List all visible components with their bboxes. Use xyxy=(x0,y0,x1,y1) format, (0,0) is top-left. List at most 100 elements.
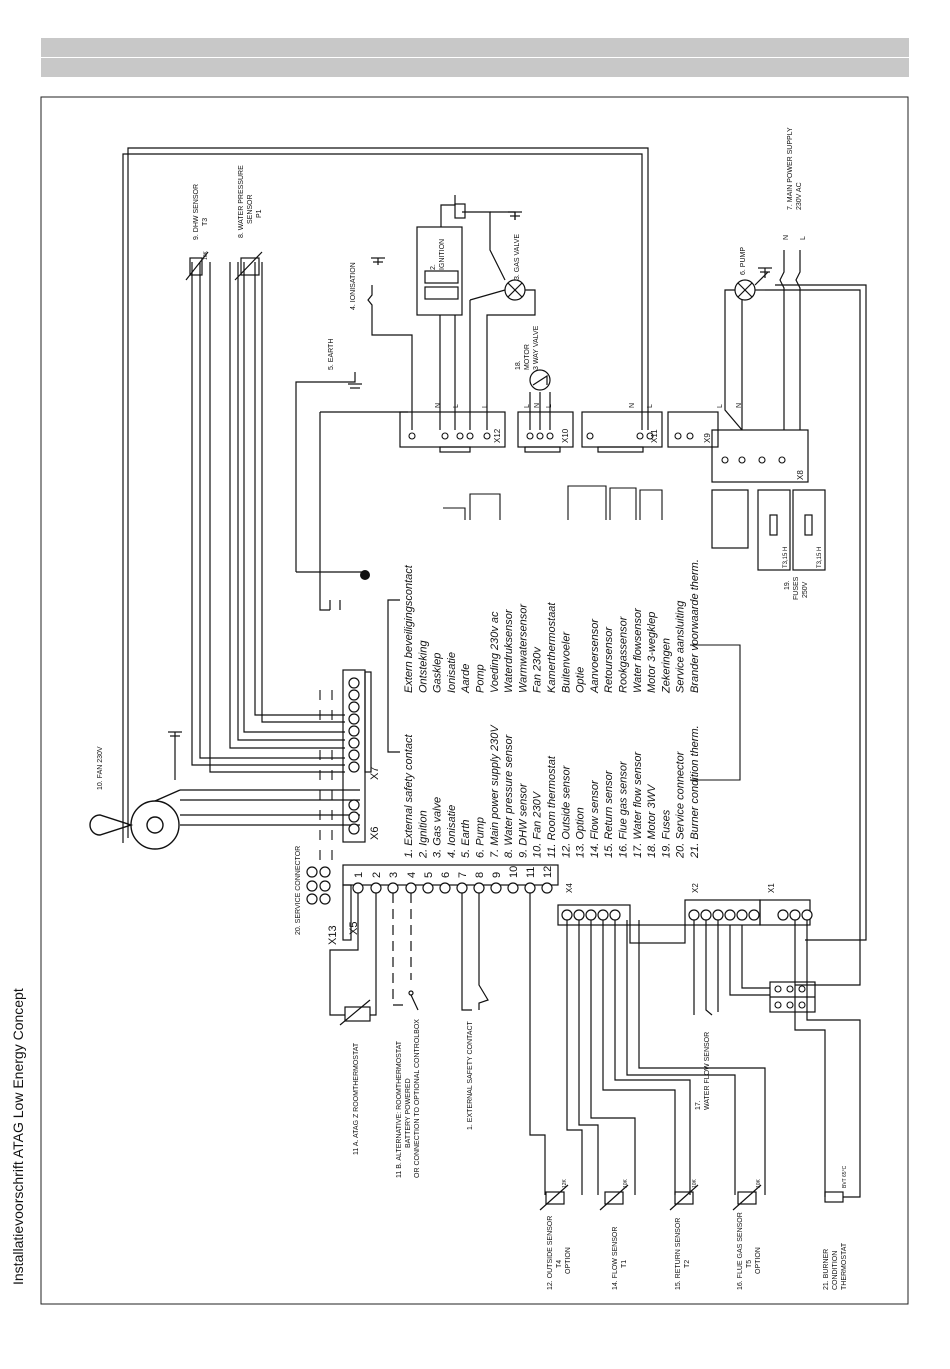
svg-text:L: L xyxy=(482,404,489,408)
legend-item-nl: Voeding 230v ac xyxy=(489,611,501,693)
legend-item-en: 9. DHW sensor xyxy=(517,782,529,858)
gas-valve-label: 3. GAS VALVE xyxy=(514,234,521,280)
legend-item-nl: Zekeringen xyxy=(660,638,672,694)
legend-item-en: 12. Outside sensor xyxy=(560,764,572,858)
svg-text:N: N xyxy=(783,235,790,240)
earth-icon-5 xyxy=(348,372,362,389)
svg-text:3: 3 xyxy=(388,872,400,878)
gas-valve xyxy=(462,211,536,430)
water-flow-label: 17.WATER FLOW SENSOR xyxy=(695,1032,711,1110)
legend-item-nl: Warmwatersensor xyxy=(517,603,529,693)
thermostat-a-label: 11 A. ATAG Z ROOMTHERMOSTAT xyxy=(353,1042,360,1155)
connector-x11: X11 xyxy=(650,429,659,443)
svg-text:L: L xyxy=(647,404,654,408)
legend-item-nl: Brander voorwaarde therm. xyxy=(689,559,701,693)
pump-label: 6. PUMP xyxy=(740,247,747,275)
ionisation-label: 4. IONISATION xyxy=(350,262,357,310)
legend-item-nl: Service aansluiting xyxy=(675,600,687,693)
svg-text:N: N xyxy=(435,403,442,408)
x5-pin-numbers: 1 2 3 4 5 6 7 8 9 10 11 12 xyxy=(353,866,554,878)
legend-item-en: 20. Service connector xyxy=(675,750,687,859)
legend-item-en: 8. Water pressure sensor xyxy=(503,733,515,858)
bottom-sensor-wires xyxy=(529,893,766,1195)
connector-x13: X13 xyxy=(327,925,339,945)
legend-item-nl: Buitenvoeler xyxy=(560,631,572,693)
connector-x1: X1 xyxy=(767,883,776,893)
legend-item-nl: Ionisatie xyxy=(446,652,458,693)
legend-item-nl: Retoursensor xyxy=(603,626,615,693)
fan-icon xyxy=(89,789,181,850)
legend-item-en: 4. Ionisatie xyxy=(446,805,458,858)
legend-item-nl: Rookgassensor xyxy=(618,615,630,693)
fan-label: 10. FAN 230V xyxy=(97,746,104,790)
earth-label: 5. EARTH xyxy=(328,339,335,370)
svg-text:9: 9 xyxy=(491,872,503,878)
legend-item-en: 7. Main power supply 230V xyxy=(489,724,501,858)
svg-text:11: 11 xyxy=(525,867,537,878)
svg-text:N: N xyxy=(534,403,541,408)
motor-3wv xyxy=(529,369,551,430)
svg-text:7: 7 xyxy=(457,872,469,878)
svg-text:2: 2 xyxy=(371,872,383,878)
earth-icon xyxy=(168,731,182,742)
water-flow-sensor xyxy=(693,920,816,1016)
wire-letters: N L L L N L N L L N N L xyxy=(435,235,807,408)
ntc-label-flow: 10K xyxy=(623,1178,629,1188)
header-bar-top xyxy=(41,38,909,57)
header-bar-bottom xyxy=(41,58,909,77)
x5-block xyxy=(342,864,559,941)
fuse-rating-1: T3,15 H xyxy=(783,547,789,568)
burner-thermostat-wires xyxy=(794,920,861,1198)
legend-item-en: 6. Pump xyxy=(475,817,487,858)
svg-text:N: N xyxy=(629,403,636,408)
legend-item-nl: Pomp xyxy=(475,664,487,693)
top-connectors xyxy=(399,411,809,483)
controller-board xyxy=(319,600,341,611)
svg-text:L: L xyxy=(524,404,531,408)
svg-text:L: L xyxy=(800,236,807,240)
legend-item-en: 18. Motor 3WV xyxy=(646,783,658,858)
bottom-sensors xyxy=(539,1184,844,1211)
legend-item-en: 2. Ignition xyxy=(417,810,429,859)
svg-text:4: 4 xyxy=(406,872,418,878)
connector-x9: X9 xyxy=(703,433,712,443)
water-flow-terminals xyxy=(774,985,806,1009)
legend-item-en: 1. External safety contact xyxy=(403,734,415,858)
connector-x2: X2 xyxy=(691,883,700,893)
legend-item-en: 21. Burner condition therm. xyxy=(689,725,701,859)
legend-item-en: 17. Water flow sensor xyxy=(632,750,644,858)
legend-item-en: 10. Fan 230V xyxy=(532,790,544,858)
connector-x10: X10 xyxy=(561,428,570,443)
svg-text:L: L xyxy=(453,404,460,408)
pcb-blocks xyxy=(443,485,741,781)
ntc-label-outside: 12K xyxy=(562,1178,568,1188)
svg-text:12: 12 xyxy=(542,866,554,878)
dhw-sensor-icon xyxy=(185,251,209,281)
connector-x4: X4 xyxy=(565,883,574,893)
legend-bracket xyxy=(387,599,400,753)
safety-contact-wires xyxy=(461,893,489,1011)
ntc-label-flue: 10K xyxy=(756,1178,762,1188)
terminal-screws xyxy=(408,432,786,464)
document-title: Installatievoorschrift ATAG Low Energy C… xyxy=(10,988,26,1285)
connector-x12: X12 xyxy=(493,428,502,443)
legend-item-nl: Aanvoersensor xyxy=(589,618,601,694)
connector-x7: X7 xyxy=(369,767,381,780)
pressure-sensor-icon xyxy=(234,251,263,281)
legend-item-en: 14. Flow sensor xyxy=(589,779,601,858)
legend-item-nl: Fan 230v xyxy=(532,646,544,693)
legend-item-nl: Gasklep xyxy=(432,653,444,693)
legend-item-en: 5. Earth xyxy=(460,819,472,858)
legend-item-en: 15. Return sensor xyxy=(603,769,615,858)
bt-rating-label: BVT 65°C xyxy=(842,1165,848,1188)
